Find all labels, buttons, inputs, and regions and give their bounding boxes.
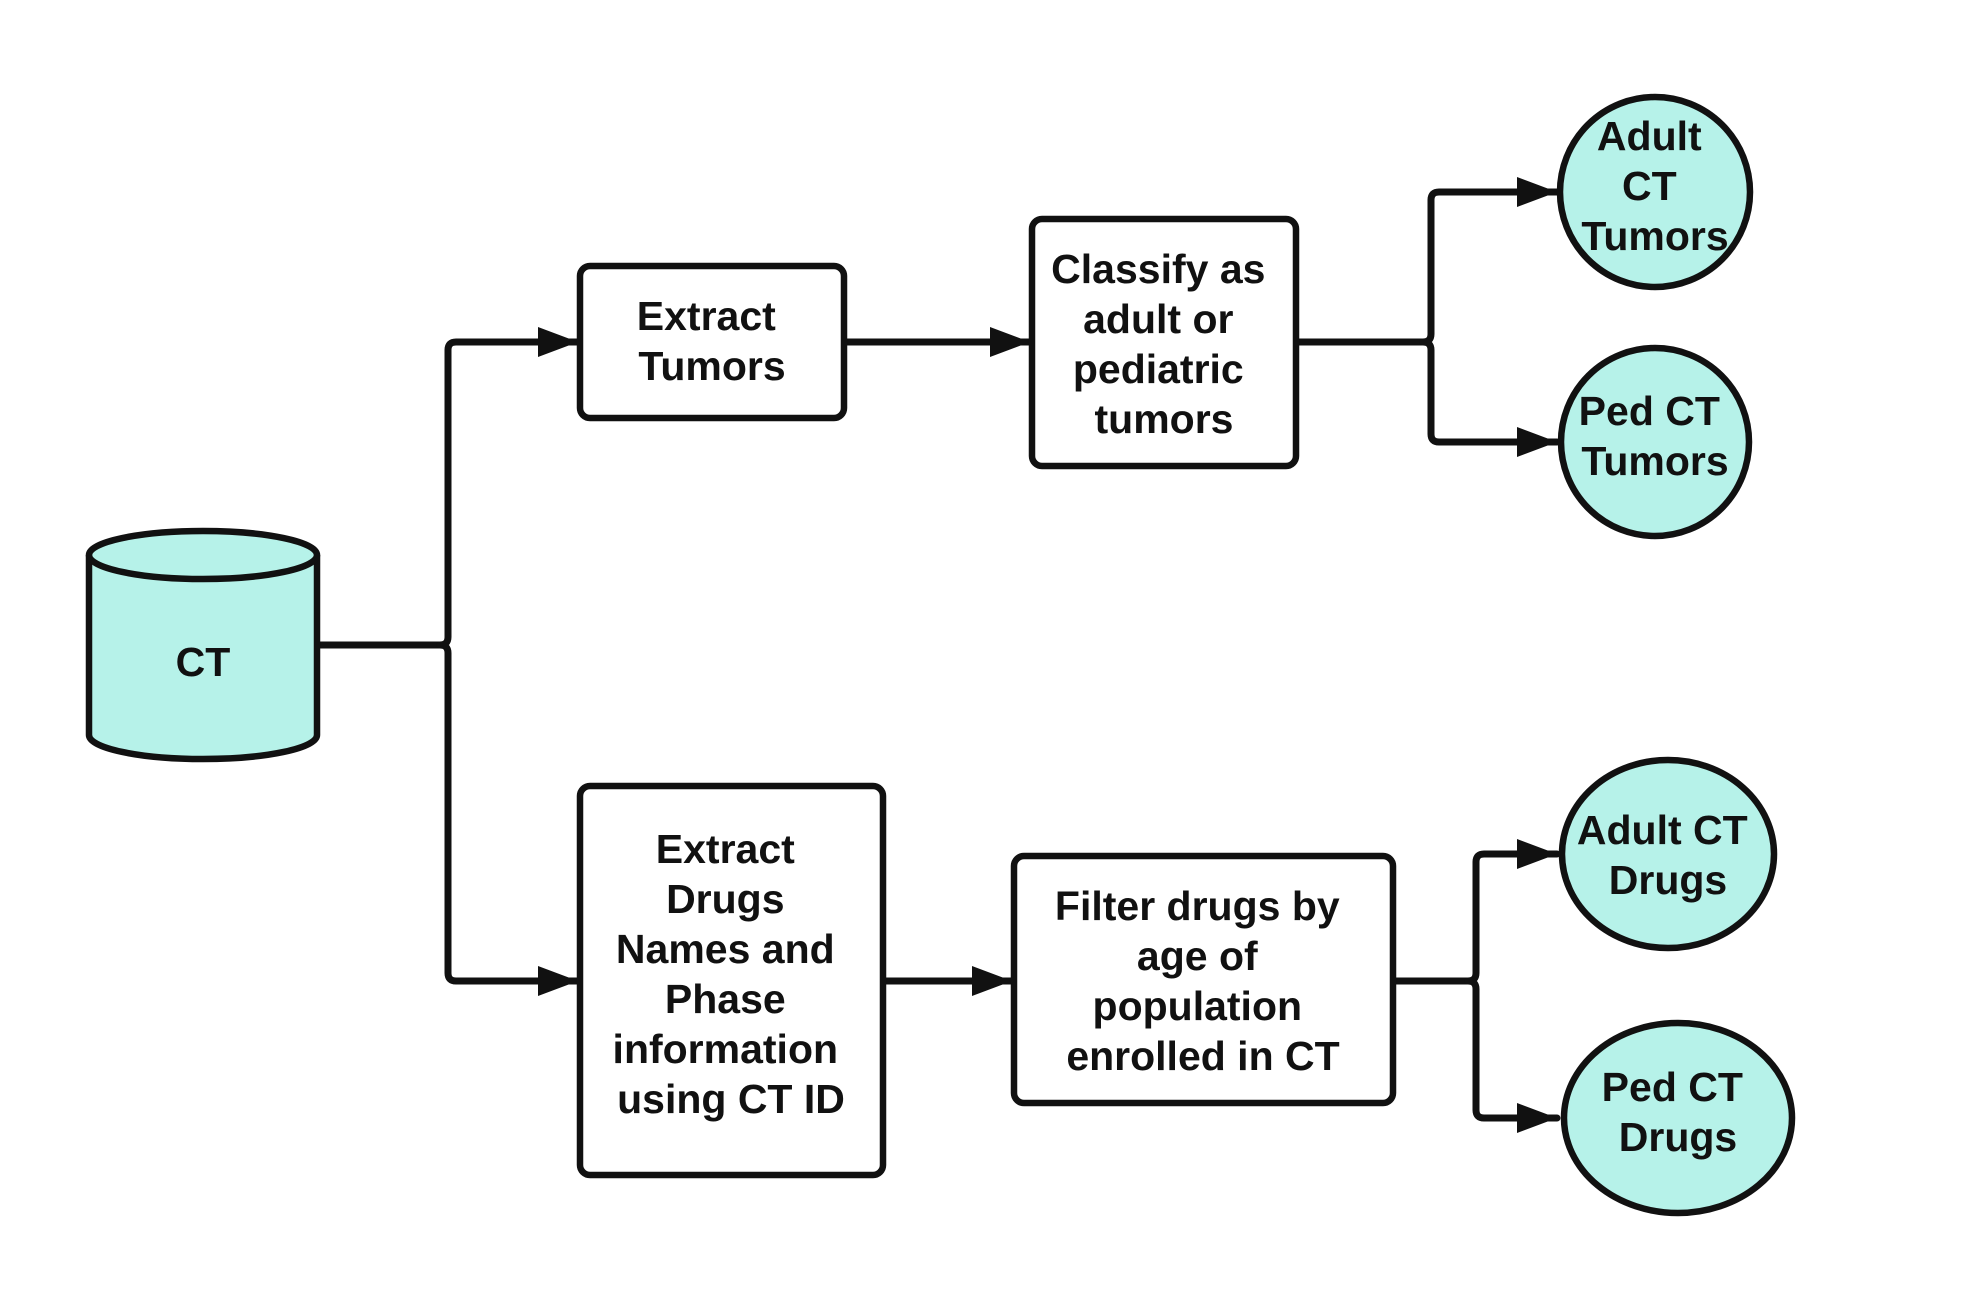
ped-ct-tumors-node: Ped CT Tumors — [1557, 344, 1753, 540]
ct-database-node: CT — [85, 527, 321, 763]
classify-line: adult or — [1083, 296, 1233, 342]
classify-to-adult-tumors-arrow — [1293, 177, 1561, 346]
filter-drugs-box — [1010, 852, 1397, 1107]
extract-drugs-line: Names and — [616, 926, 835, 972]
adult-ct-drugs-label: Adult CT Drugs — [1577, 807, 1759, 903]
filter-drugs-line: Filter drugs by — [1055, 883, 1340, 929]
ct-cylinder-body — [85, 555, 321, 763]
filter-drugs-line: enrolled in CT — [1066, 1033, 1339, 1079]
adult-ct-tumors-label: Adult CT Tumors — [1581, 113, 1728, 259]
extract-tumors-box — [576, 262, 848, 422]
extract-tumors-label: Extract Tumors — [637, 293, 787, 389]
extract-drugs-line: Drugs — [666, 876, 784, 922]
extract-drugs-line: Extract — [656, 826, 795, 872]
ped-ct-tumors-circle — [1557, 344, 1753, 540]
ped-ct-drugs-line: Ped CT — [1602, 1064, 1743, 1110]
ct-to-extract-drugs-arrow — [436, 641, 582, 996]
adult-ct-drugs-ellipse — [1558, 756, 1778, 952]
adult-ct-drugs-line: Adult CT — [1577, 807, 1748, 853]
classify-line: pediatric — [1073, 346, 1244, 392]
extract-tumors-line: Extract — [637, 293, 776, 339]
adult-ct-drugs-node: Adult CT Drugs — [1558, 756, 1778, 952]
adult-ct-drugs-line: Drugs — [1609, 857, 1727, 903]
extract-drugs-line: using CT ID — [617, 1076, 845, 1122]
filter-to-ped-drugs-arrow — [1464, 977, 1561, 1133]
extract-tumors-node: Extract Tumors — [576, 262, 848, 422]
ct-to-extract-tumors-arrow — [314, 327, 582, 649]
classify-line: Classify as — [1051, 246, 1265, 292]
ped-ct-tumors-label: Ped CT Tumors — [1579, 388, 1732, 484]
ct-cylinder-top — [85, 527, 321, 583]
adult-ct-tumors-line: Adult — [1597, 113, 1702, 159]
adult-ct-tumors-circle — [1556, 93, 1754, 291]
classify-box — [1028, 215, 1300, 470]
classify-label: Classify as adult or pediatric tumors — [1051, 246, 1277, 442]
classify-to-ped-tumors-arrow — [1419, 338, 1561, 457]
ct-label: CT — [176, 639, 231, 685]
adult-ct-tumors-node: Adult CT Tumors — [1556, 93, 1754, 291]
extract-drugs-box — [576, 782, 887, 1179]
extract-tumors-line: Tumors — [638, 343, 785, 389]
classify-line: tumors — [1095, 396, 1234, 442]
ped-ct-tumors-line: Tumors — [1581, 438, 1728, 484]
ct-label-line: CT — [176, 639, 231, 685]
filter-drugs-line: population — [1093, 983, 1303, 1029]
ped-ct-drugs-line: Drugs — [1619, 1114, 1737, 1160]
extract-drugs-node: Extract Drugs Names and Phase informatio… — [576, 782, 887, 1179]
extract-drugs-line: information — [613, 1026, 838, 1072]
ped-ct-drugs-label: Ped CT Drugs — [1602, 1064, 1755, 1160]
adult-ct-tumors-line: CT — [1622, 163, 1677, 209]
adult-ct-tumors-line: Tumors — [1581, 213, 1728, 259]
classify-node: Classify as adult or pediatric tumors — [1028, 215, 1300, 470]
filter-drugs-label: Filter drugs by age of population enroll… — [1055, 883, 1351, 1079]
extract-drugs-label: Extract Drugs Names and Phase informatio… — [613, 826, 850, 1122]
extract-drugs-line: Phase — [665, 976, 786, 1022]
filter-to-adult-drugs-arrow — [1390, 839, 1561, 985]
ped-ct-drugs-ellipse — [1560, 1019, 1796, 1217]
ped-ct-tumors-line: Ped CT — [1579, 388, 1720, 434]
ped-ct-drugs-node: Ped CT Drugs — [1560, 1019, 1796, 1217]
connectors — [314, 177, 1561, 1133]
filter-drugs-line: age of — [1137, 933, 1258, 979]
filter-drugs-node: Filter drugs by age of population enroll… — [1010, 852, 1397, 1107]
